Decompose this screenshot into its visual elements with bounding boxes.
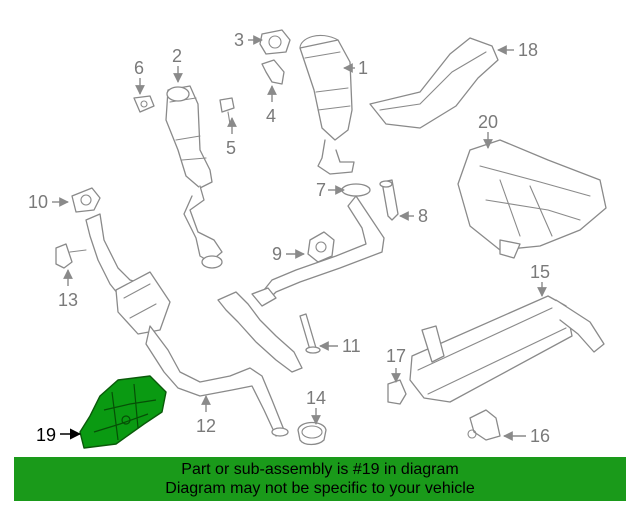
callout-11: 11 [342, 336, 361, 356]
part-9-isolator [307, 231, 335, 263]
part-6-nut [133, 95, 155, 113]
part-3-gasket [259, 29, 291, 55]
callout-1: 1 [358, 58, 368, 78]
part-17-isolator [387, 379, 407, 405]
callout-6: 6 [134, 58, 144, 78]
part-16-hanger [467, 409, 501, 441]
callout-2: 2 [172, 46, 182, 66]
callout-9: 9 [272, 244, 282, 264]
part-8-bolt [379, 179, 399, 221]
callout-20: 20 [478, 112, 498, 132]
part-10-clamp [71, 187, 101, 213]
part-7-gasket [341, 183, 371, 197]
part-13-isolator [55, 243, 87, 269]
callout-10: 10 [28, 192, 48, 212]
callout-17: 17 [386, 346, 406, 366]
callout-8: 8 [418, 206, 428, 226]
callout-12: 12 [196, 416, 216, 436]
exhaust-parts-diagram: 1 2 3 4 5 6 7 8 9 10 11 12 13 14 15 16 1… [28, 29, 607, 449]
callout-19: 19 [36, 425, 56, 445]
part-2-catalytic-converter [165, 85, 223, 269]
callout-13: 13 [58, 290, 78, 310]
part-11-bolt [299, 313, 321, 354]
part-12-intermediate-pipe [85, 213, 289, 437]
part-20-heat-shield [457, 139, 607, 259]
callout-16: 16 [530, 426, 550, 446]
leader-lines [52, 35, 547, 441]
diagram-notice-banner: Part or sub-assembly is #19 in diagram D… [14, 457, 626, 501]
part-19-highlighted [79, 375, 167, 449]
part-1-catalytic-converter [299, 34, 355, 175]
callout-14: 14 [306, 388, 326, 408]
y-pipe [217, 195, 385, 373]
part-15-muffler [409, 295, 605, 403]
callout-5: 5 [226, 138, 236, 158]
callout-15: 15 [530, 262, 550, 282]
part-18-heat-shield [369, 37, 499, 129]
banner-line-1: Part or sub-assembly is #19 in diagram [181, 461, 459, 478]
callout-3: 3 [234, 30, 244, 50]
callout-18: 18 [518, 40, 538, 60]
part-14-clamp [297, 421, 327, 446]
banner-line-2: Diagram may not be specific to your vehi… [165, 480, 475, 497]
callout-4: 4 [266, 106, 276, 126]
part-4-clip [261, 59, 285, 85]
callout-7: 7 [316, 180, 326, 200]
